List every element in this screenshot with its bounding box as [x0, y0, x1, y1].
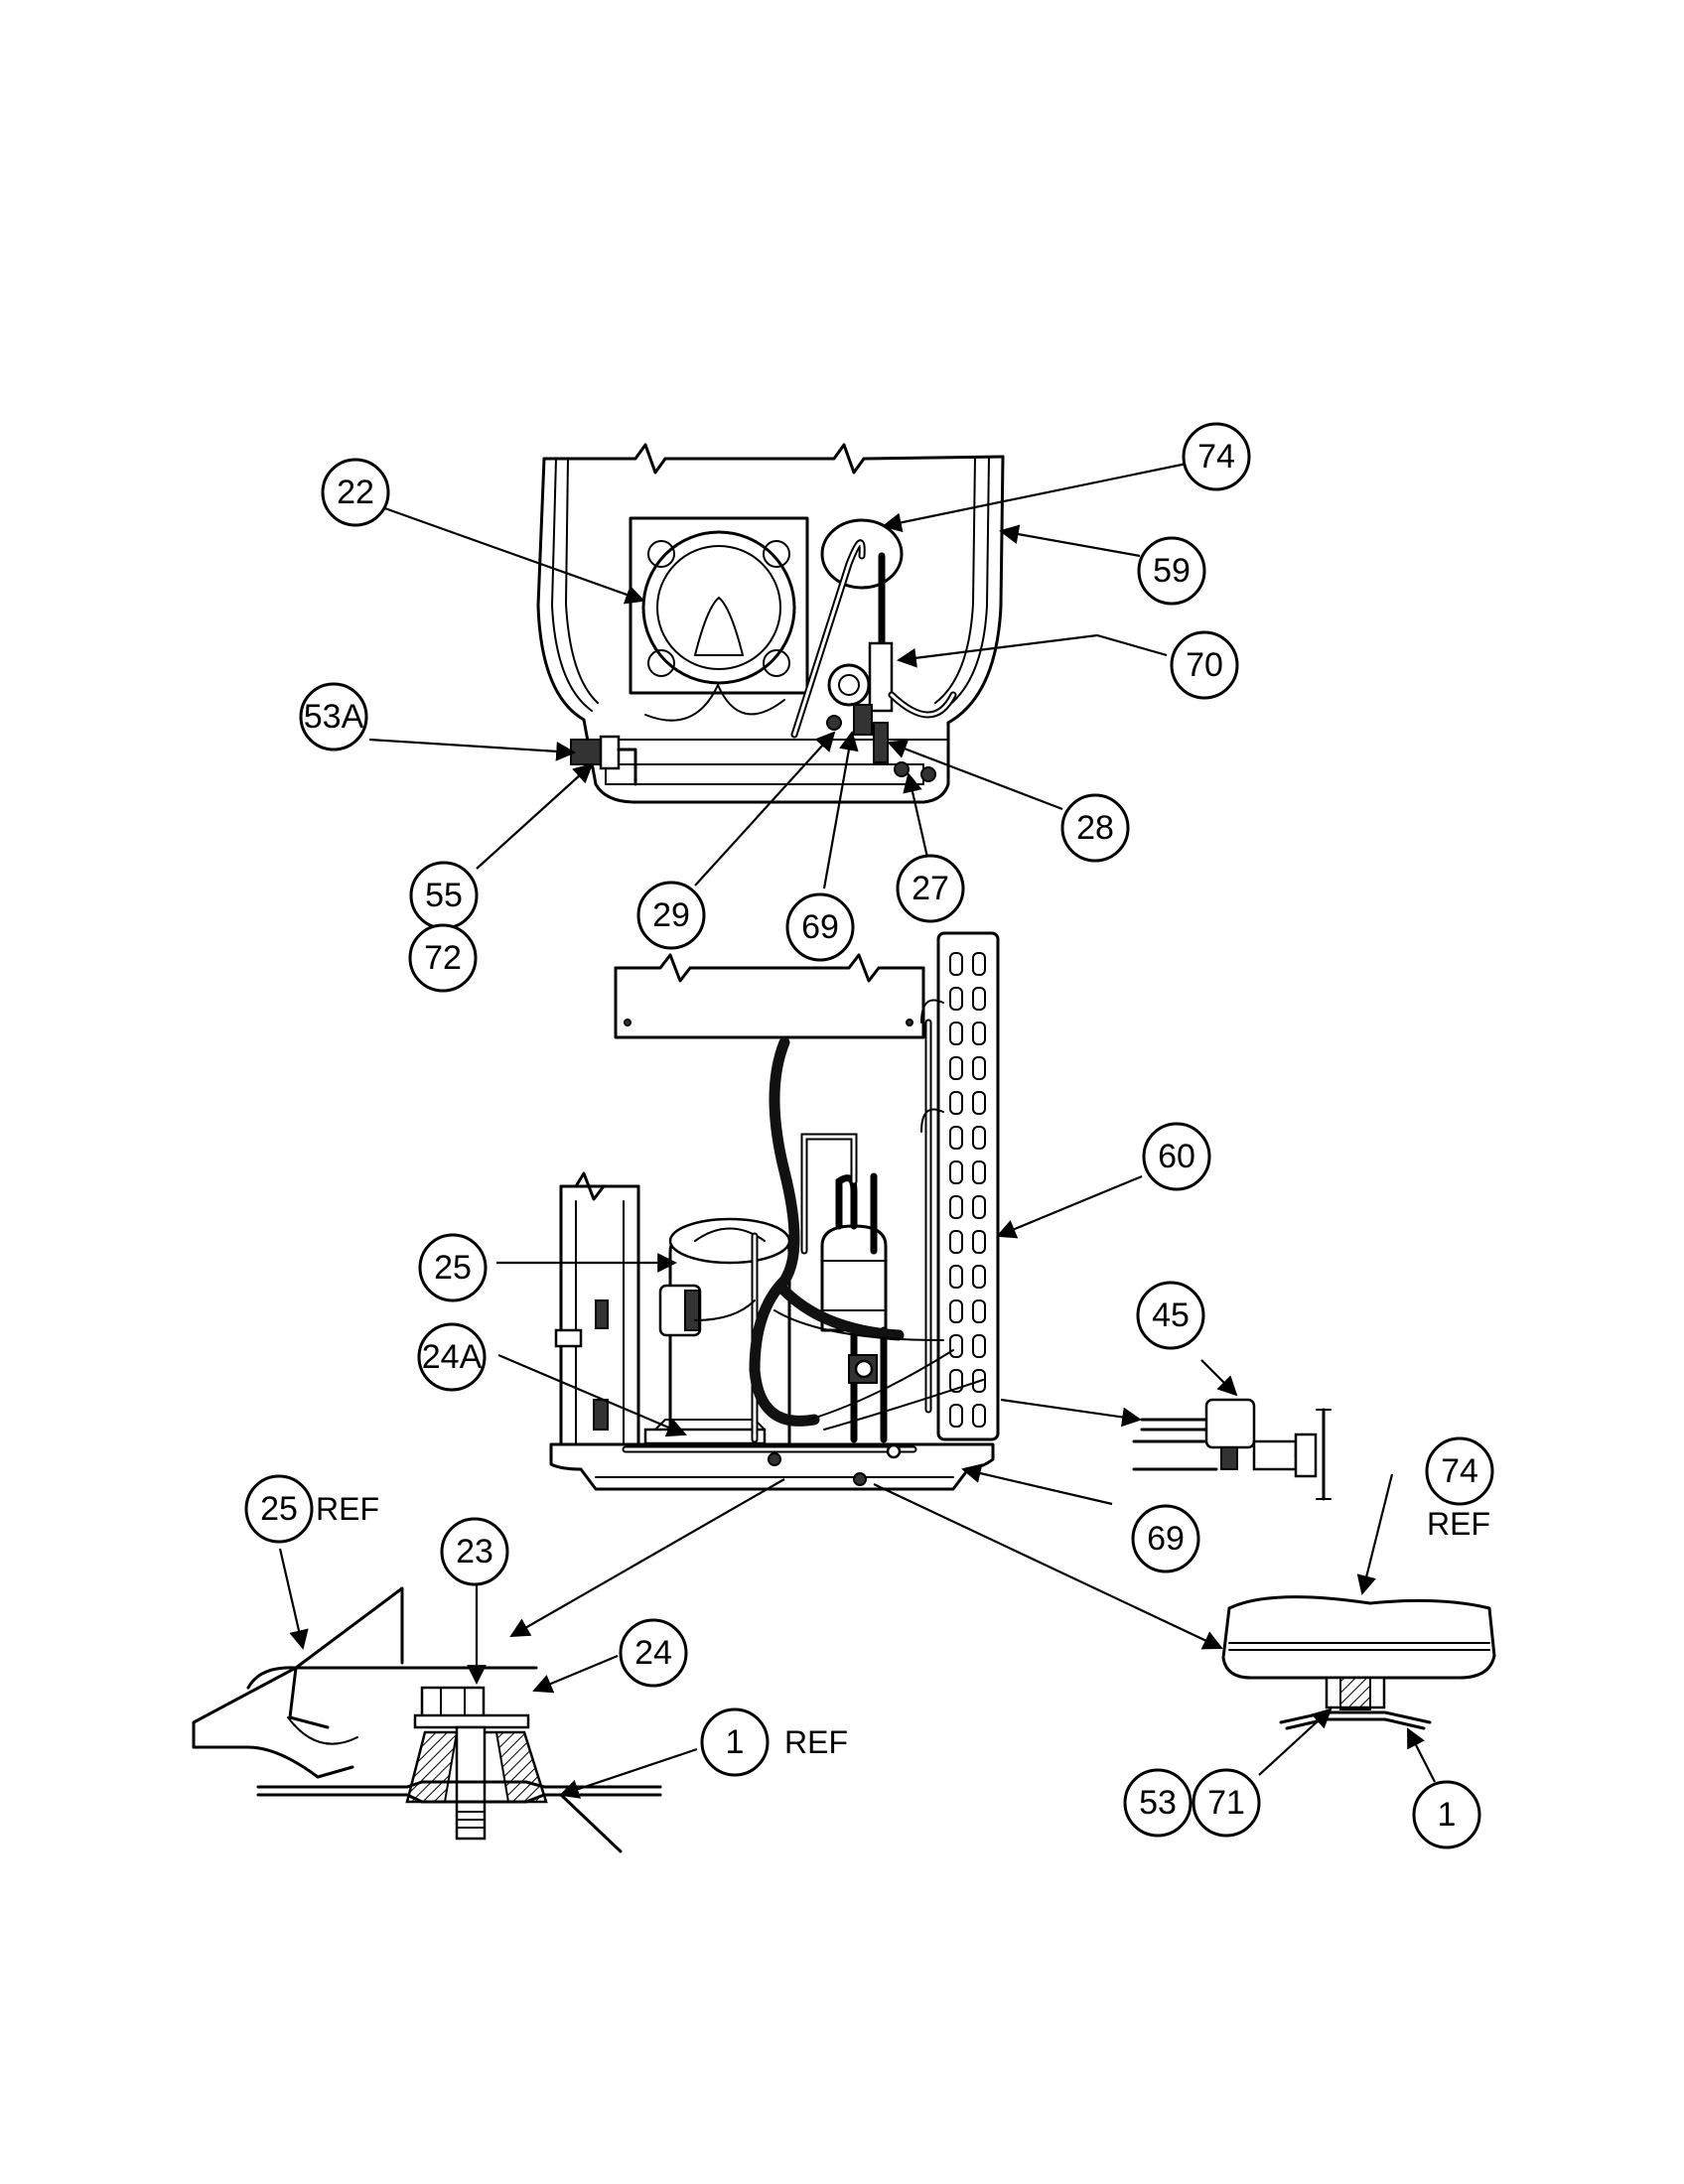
- callout-55-label: 55: [425, 877, 463, 914]
- callout-25-detail: 25: [244, 1474, 314, 1544]
- ref-label-74: REF: [1427, 1506, 1490, 1542]
- callout-1-left-label: 1: [726, 1723, 745, 1761]
- callout-45: 45: [1136, 1281, 1205, 1350]
- callout-72: 72: [408, 923, 478, 993]
- valve-detail-45: [1132, 1398, 1332, 1501]
- callout-59-label: 59: [1153, 552, 1191, 590]
- ref-label-25: REF: [316, 1491, 379, 1527]
- callout-22: 22: [321, 458, 390, 527]
- callout-71: 71: [1192, 1768, 1261, 1838]
- callout-24a: 24A: [417, 1322, 487, 1392]
- top-assembly: [536, 443, 1005, 804]
- callout-69-bottom-label: 69: [1147, 1520, 1185, 1558]
- callout-22-label: 22: [337, 474, 374, 511]
- callout-1-left: 1: [700, 1707, 770, 1777]
- callout-24a-label: 24A: [422, 1338, 483, 1376]
- callout-69-bottom: 69: [1131, 1504, 1200, 1573]
- leader-lines: [278, 461, 1436, 1799]
- callout-27-label: 27: [912, 870, 949, 907]
- callout-25: 25: [418, 1233, 488, 1302]
- callout-28-label: 28: [1076, 809, 1114, 847]
- callout-1-right: 1: [1412, 1780, 1481, 1849]
- callout-45-label: 45: [1152, 1297, 1190, 1334]
- callout-70-label: 70: [1186, 646, 1223, 684]
- callout-74-top: 74: [1182, 422, 1251, 491]
- callout-53a: 53A: [299, 682, 368, 751]
- callout-29-label: 29: [652, 896, 690, 934]
- callouts: 22 74 59 70 53A 28 55 72 29 69 27 60 25 …: [244, 422, 1494, 1849]
- ref-label-1: REF: [784, 1724, 848, 1760]
- callout-53: 53: [1123, 1768, 1193, 1838]
- callout-60-label: 60: [1158, 1138, 1195, 1175]
- callout-74-top-label: 74: [1197, 438, 1235, 476]
- callout-53-label: 53: [1139, 1784, 1177, 1822]
- callout-72-label: 72: [424, 939, 462, 977]
- callout-53a-label: 53A: [304, 698, 364, 736]
- callout-25-detail-label: 25: [260, 1490, 298, 1528]
- callout-24: 24: [619, 1618, 688, 1688]
- callout-69-top-label: 69: [801, 908, 839, 946]
- callout-23-label: 23: [456, 1533, 493, 1570]
- callout-55: 55: [409, 861, 479, 930]
- callout-60: 60: [1142, 1122, 1211, 1191]
- callout-28: 28: [1060, 793, 1130, 863]
- callout-69-top: 69: [785, 892, 855, 962]
- callout-71-label: 71: [1207, 1784, 1245, 1822]
- coil-slots: [949, 952, 986, 1428]
- callout-24-label: 24: [634, 1634, 672, 1672]
- callout-29: 29: [636, 881, 706, 950]
- callout-25-label: 25: [434, 1249, 472, 1287]
- callout-59: 59: [1137, 536, 1206, 606]
- mount-detail-left: [192, 1586, 662, 1853]
- callout-74-detail: 74: [1425, 1436, 1494, 1506]
- mount-detail-right: [1221, 1595, 1496, 1730]
- middle-assembly: [549, 931, 1000, 1491]
- callout-23: 23: [440, 1517, 509, 1586]
- callout-1-right-label: 1: [1438, 1796, 1457, 1834]
- callout-27: 27: [896, 854, 965, 923]
- callout-74-detail-label: 74: [1441, 1452, 1478, 1490]
- callout-70: 70: [1170, 630, 1239, 700]
